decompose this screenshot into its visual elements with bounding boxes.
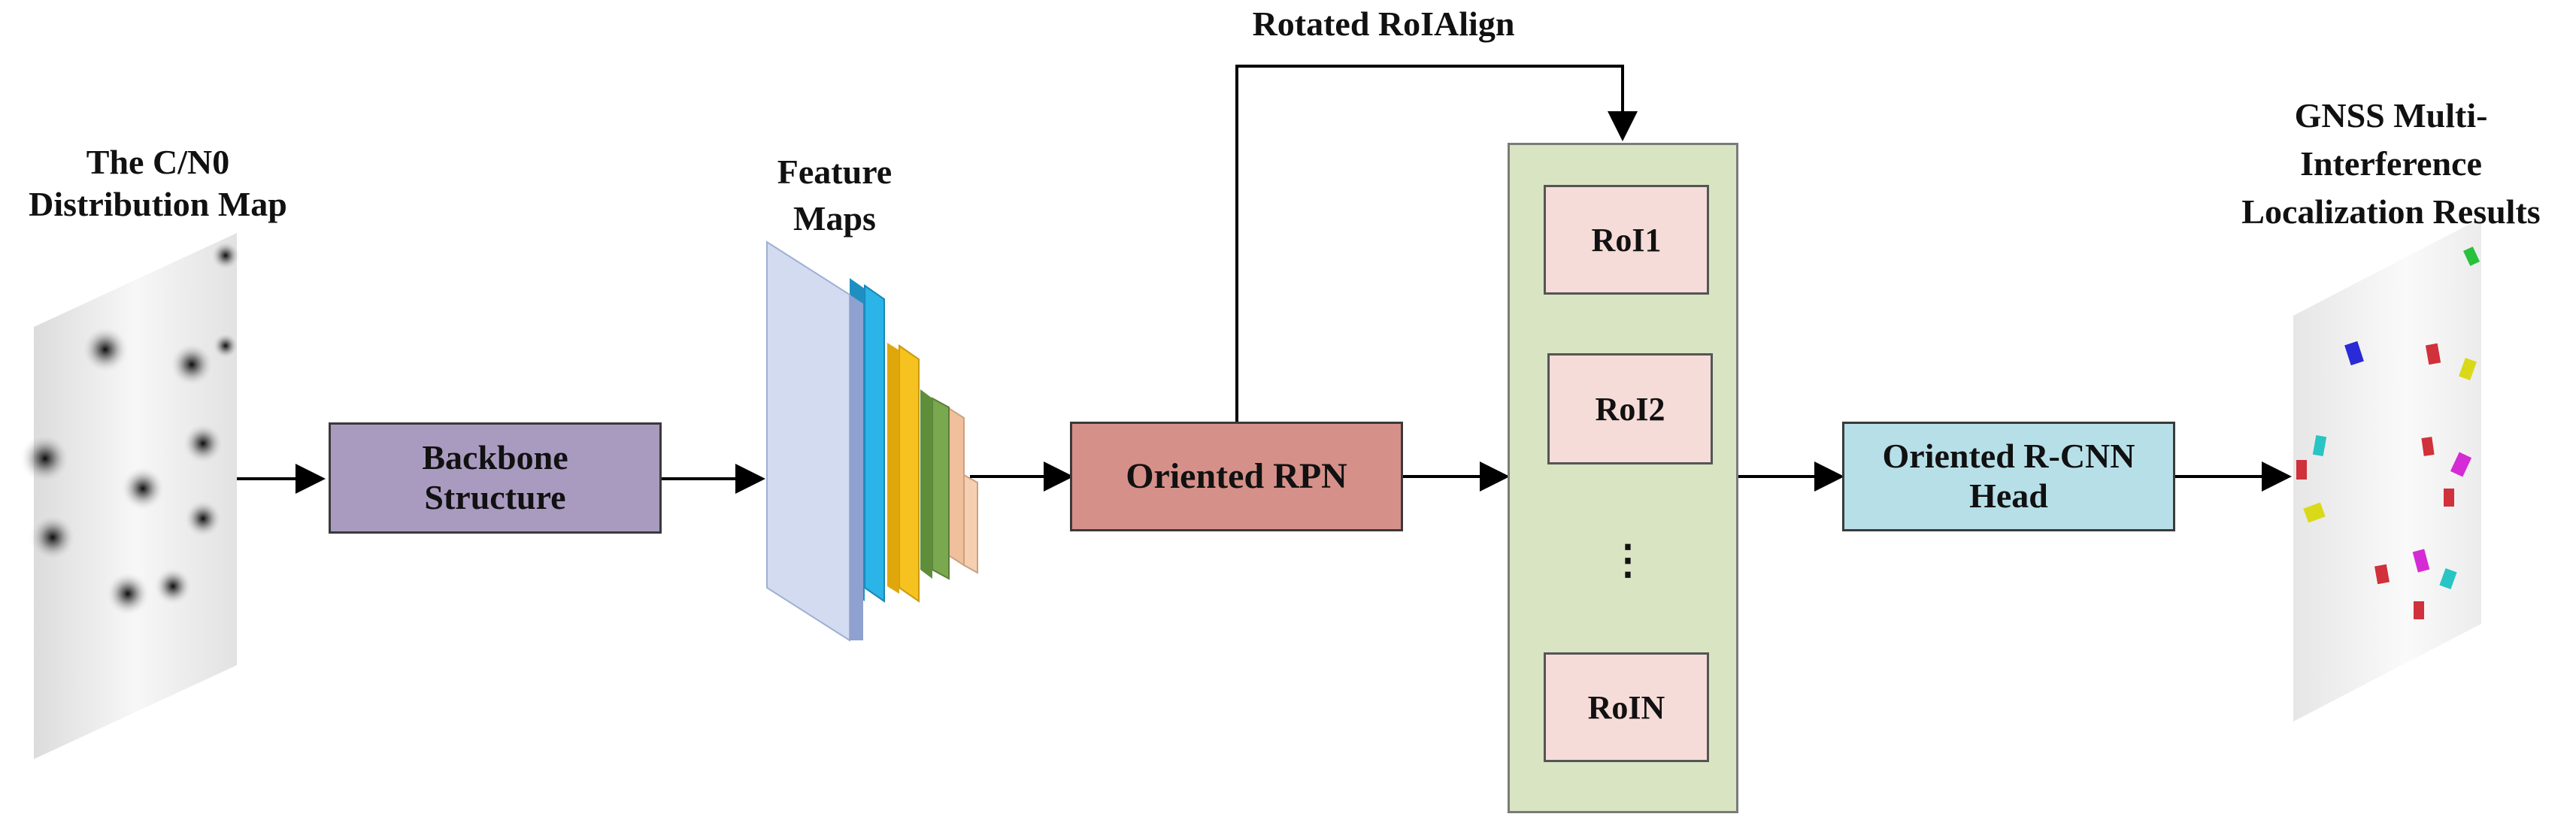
results-title-line3: Localization Results	[2241, 192, 2541, 231]
backbone-line2: Structure	[424, 478, 566, 516]
oriented-rcnn-head-box: Oriented R-CNN Head	[1842, 422, 2175, 531]
results-title: GNSS Multi- Interference Localization Re…	[2211, 92, 2571, 236]
feature-maps-title-line1: Feature	[777, 153, 893, 191]
feature-maps-stack	[766, 241, 978, 642]
roi-box-2: RoI2	[1547, 353, 1713, 464]
interference-spots	[20, 241, 241, 616]
input-map-title-line1: The C/N0	[86, 143, 230, 181]
backbone-structure-box: Backbone Structure	[329, 422, 662, 534]
localization-results-map	[2293, 218, 2481, 722]
detection-boxes	[2296, 247, 2480, 619]
head-line2: Head	[1969, 477, 2048, 515]
roi-box-n: RoIN	[1544, 652, 1709, 762]
rpn-label: Oriented RPN	[1126, 456, 1347, 497]
arrow-roialign-loop	[1235, 65, 1638, 422]
cn0-distribution-map	[20, 233, 241, 759]
input-map-title: The C/N0 Distribution Map	[0, 141, 316, 225]
input-map-title-line2: Distribution Map	[29, 185, 287, 223]
roi-ellipsis: ⋮	[1608, 537, 1648, 582]
oriented-rpn-box: Oriented RPN	[1070, 422, 1403, 531]
results-title-line1: GNSS Multi-	[2294, 96, 2488, 135]
head-line1: Oriented R-CNN	[1882, 437, 2135, 476]
roi-box-1: RoI1	[1544, 185, 1709, 295]
feature-maps-title: Feature Maps	[722, 149, 947, 242]
backbone-line1: Backbone	[422, 438, 568, 477]
results-title-line2: Interference	[2300, 144, 2482, 183]
roialign-label: Rotated RoIAlign	[1252, 5, 1515, 43]
feature-maps-title-line2: Maps	[793, 199, 876, 238]
flow-arrows	[237, 65, 2292, 494]
